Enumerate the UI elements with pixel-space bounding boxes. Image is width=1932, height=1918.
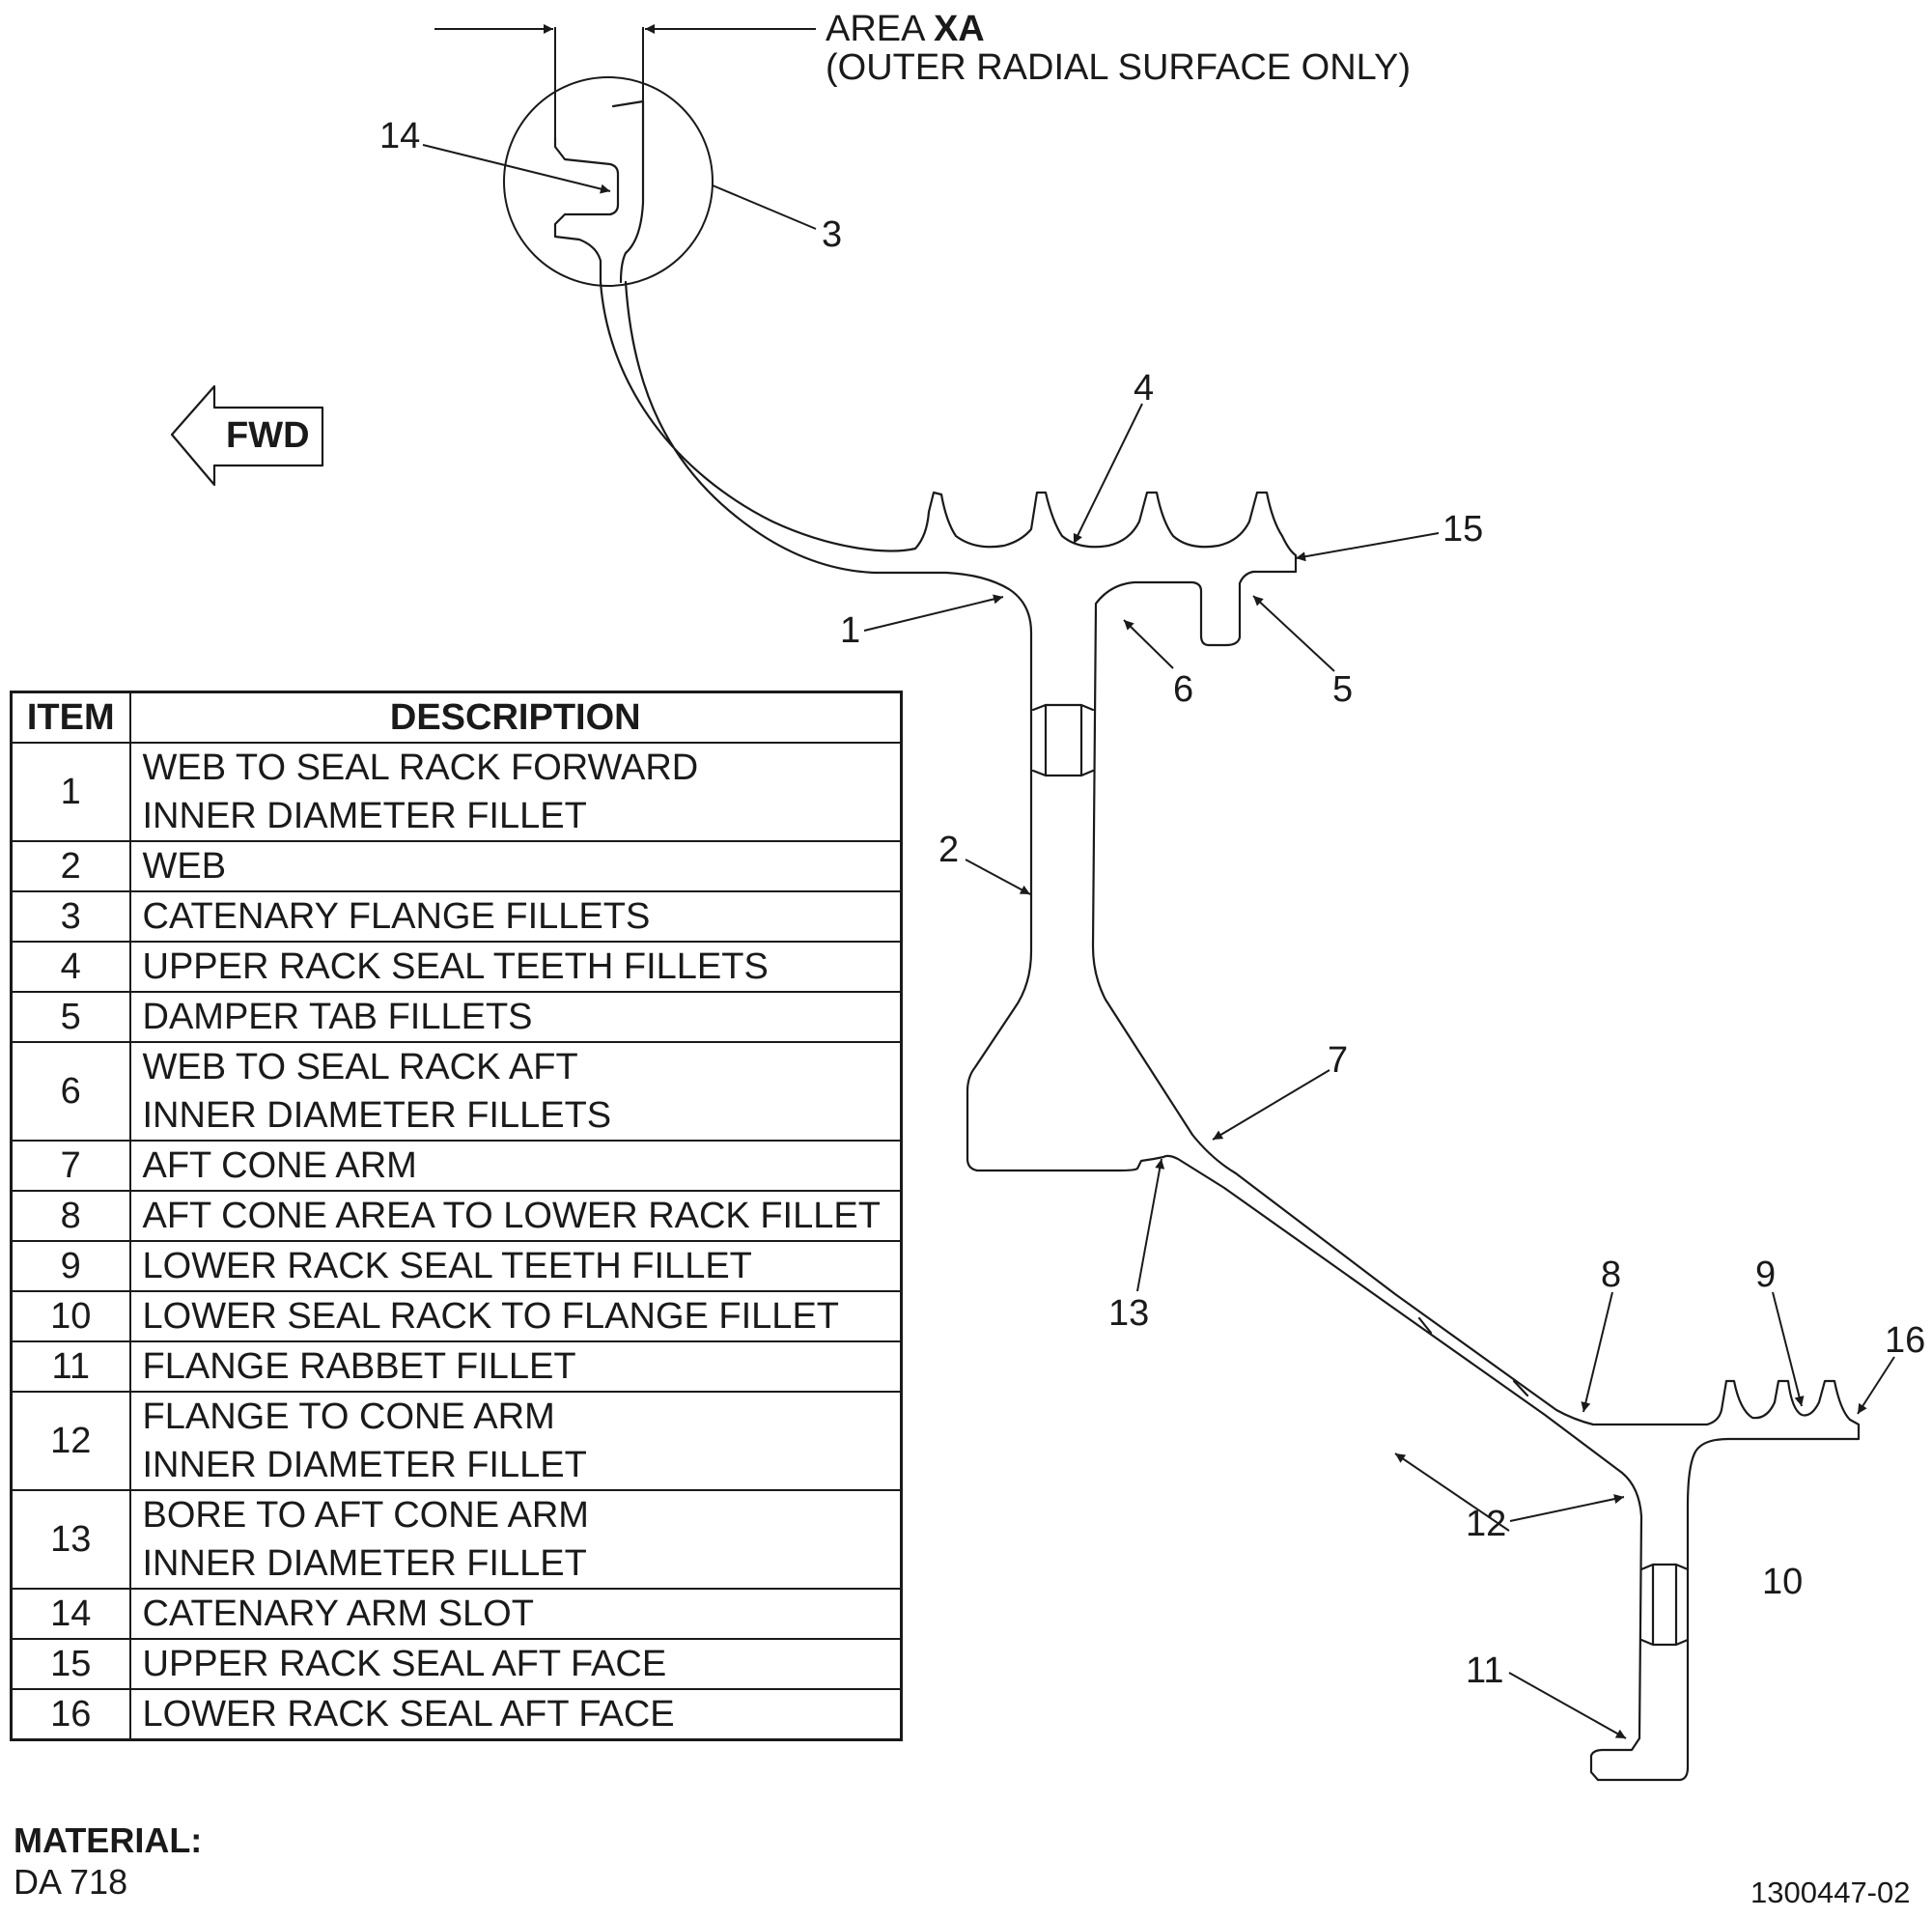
header-item: ITEM	[10, 691, 131, 744]
callout-10: 10	[1762, 1562, 1803, 1602]
row-item: 12	[10, 1391, 131, 1491]
row-item: 3	[10, 890, 131, 943]
row-item: 4	[10, 941, 131, 993]
callout-15: 15	[1442, 509, 1483, 550]
row-item: 9	[10, 1240, 131, 1292]
row-description: AFT CONE AREA TO LOWER RACK FILLET	[128, 1190, 903, 1242]
row-item: 6	[10, 1041, 131, 1142]
row-description: WEB TO SEAL RACK AFT INNER DIAMETER FILL…	[128, 1041, 903, 1142]
row-description: DAMPER TAB FILLETS	[128, 991, 903, 1043]
callout-labels: 14 3 4 15 1 5 6 2 7 13 8 9 16 12 10 11	[379, 116, 1925, 1691]
row-description: BORE TO AFT CONE ARM INNER DIAMETER FILL…	[128, 1489, 903, 1590]
row-item: 2	[10, 840, 131, 892]
callout-7: 7	[1328, 1040, 1348, 1081]
row-item: 15	[10, 1638, 131, 1690]
row-description: LOWER RACK SEAL AFT FACE	[128, 1688, 903, 1741]
row-description: LOWER RACK SEAL TEETH FILLET	[128, 1240, 903, 1292]
callout-14: 14	[379, 116, 420, 156]
row-item: 16	[10, 1688, 131, 1741]
detail-circle	[503, 76, 714, 287]
area-xa-prefix: AREA	[826, 9, 926, 49]
area-xa-id: XA	[934, 9, 985, 49]
row-description: FLANGE RABBET FILLET	[128, 1340, 903, 1393]
row-description: LOWER SEAL RACK TO FLANGE FILLET	[128, 1290, 903, 1342]
disk-section	[599, 280, 1861, 1782]
callout-13: 13	[1108, 1293, 1149, 1334]
area-xa-callout: AREA XA (OUTER RADIAL SURFACE ONLY)	[434, 9, 1411, 138]
row-description: AFT CONE ARM	[128, 1140, 903, 1192]
callout-5: 5	[1332, 669, 1353, 710]
row-description: UPPER RACK SEAL TEETH FILLETS	[128, 941, 903, 993]
row-description: CATENARY ARM SLOT	[128, 1588, 903, 1640]
row-item: 13	[10, 1489, 131, 1590]
callout-9: 9	[1755, 1255, 1776, 1295]
row-item: 14	[10, 1588, 131, 1640]
material-value: DA 718	[14, 1862, 128, 1902]
drawing-number: 1300447-02	[1750, 1876, 1911, 1909]
callout-1: 1	[840, 610, 860, 651]
fwd-label: FWD	[226, 415, 310, 456]
callout-12: 12	[1466, 1504, 1506, 1544]
header-description: DESCRIPTION	[128, 691, 903, 744]
row-item: 5	[10, 991, 131, 1043]
row-description: WEB TO SEAL RACK FORWARD INNER DIAMETER …	[128, 742, 903, 842]
callout-8: 8	[1601, 1255, 1621, 1295]
table-header-row: ITEM DESCRIPTION	[10, 691, 903, 744]
row-description: FLANGE TO CONE ARM INNER DIAMETER FILLET	[128, 1391, 903, 1491]
callout-16: 16	[1885, 1320, 1925, 1361]
row-description: WEB	[128, 840, 903, 892]
callout-2: 2	[938, 830, 959, 870]
catenary-flange	[553, 99, 645, 284]
row-description: CATENARY FLANGE FILLETS	[128, 890, 903, 943]
svg-text:AREA XA: AREA XA	[826, 9, 985, 49]
fwd-arrow: FWD	[170, 384, 324, 487]
row-description: UPPER RACK SEAL AFT FACE	[128, 1638, 903, 1690]
material-label: MATERIAL:	[14, 1820, 203, 1860]
row-item: 7	[10, 1140, 131, 1192]
callout-6: 6	[1173, 669, 1193, 710]
row-item: 1	[10, 742, 131, 842]
row-item: 11	[10, 1340, 131, 1393]
row-item: 8	[10, 1190, 131, 1242]
row-item: 10	[10, 1290, 131, 1342]
leader-lines	[422, 144, 1895, 1739]
callout-4: 4	[1134, 368, 1154, 409]
area-xa-note: (OUTER RADIAL SURFACE ONLY)	[826, 47, 1411, 88]
callout-3: 3	[822, 214, 842, 255]
callout-11: 11	[1466, 1650, 1503, 1691]
